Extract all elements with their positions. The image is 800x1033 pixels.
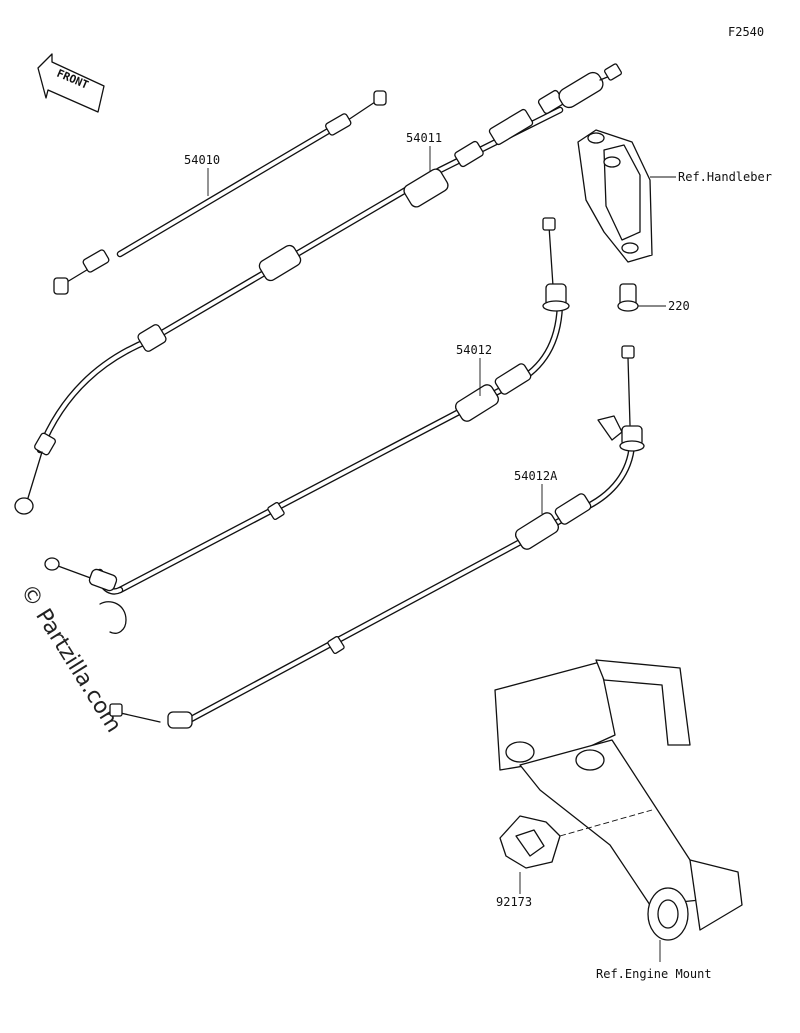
cable-54011: [14, 63, 622, 515]
callout-ref-engine-mount: Ref.Engine Mount: [596, 967, 712, 981]
callout-54011: 54011: [406, 131, 442, 145]
engine-mount-bracket: [494, 659, 743, 941]
callout-220: 220: [668, 299, 690, 313]
front-arrow-icon: FRONT: [37, 53, 105, 113]
bolt-220: [617, 283, 639, 312]
cable-54012a: [109, 345, 645, 729]
callout-54012: 54012: [456, 343, 492, 357]
figure-code: F2540: [728, 25, 764, 39]
cable-54012: [44, 217, 570, 634]
clamp-92173: [499, 815, 561, 869]
callout-ref-handlebar: Ref.Handleber: [678, 170, 772, 184]
callout-54010: 54010: [184, 153, 220, 167]
handlebar-clamp: [577, 129, 653, 263]
cable-54010: [53, 90, 387, 295]
callout-54012a: 54012A: [514, 469, 558, 483]
callout-92173: 92173: [496, 895, 532, 909]
